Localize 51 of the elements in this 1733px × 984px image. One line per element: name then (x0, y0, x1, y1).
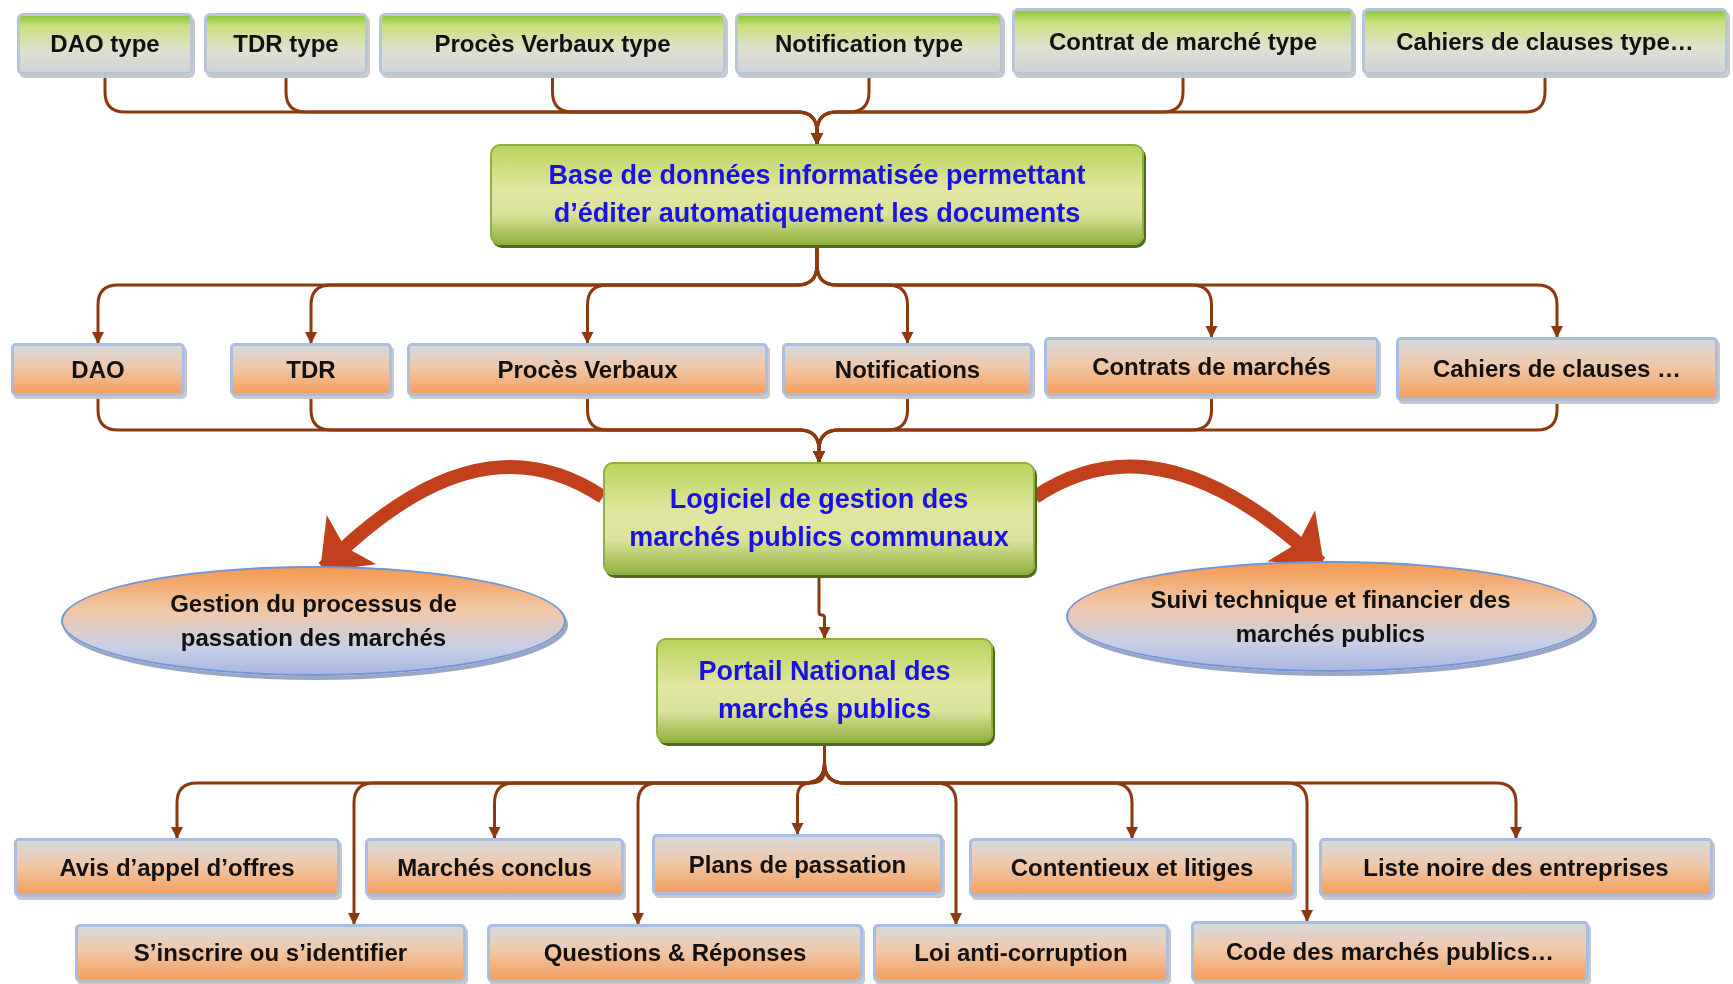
box-label: TDR type (233, 30, 339, 58)
system-box (603, 462, 1035, 575)
box-label: Marchés conclus (397, 853, 592, 882)
document-box (873, 924, 1169, 982)
template-box (17, 13, 193, 75)
box-label: Loi anti-corruption (914, 939, 1128, 967)
template-box (1362, 8, 1728, 75)
document-box (230, 343, 392, 396)
system-box (490, 144, 1144, 245)
box-label: DAO type (50, 30, 160, 58)
box-label: Base de données informatisée permettant d’éditer automatiquement les documents (547, 158, 1087, 230)
box-label: TDR (286, 355, 336, 384)
template-box (379, 13, 726, 75)
document-box (487, 924, 863, 982)
box-label: Suivi technique et financier des marchés publics (1149, 584, 1512, 649)
document-box (1044, 337, 1379, 396)
document-box (365, 838, 624, 897)
box-label: Liste noire des entreprises (1363, 853, 1669, 882)
box-label: Procès Verbaux (497, 355, 678, 384)
template-box (1012, 8, 1354, 75)
document-box (1191, 921, 1589, 982)
box-label: Contrat de marché type (1048, 27, 1318, 56)
box-label: Cahiers de clauses type… (1396, 27, 1694, 56)
document-box (407, 343, 768, 396)
box-label: Procès Verbaux type (434, 30, 671, 58)
box-label: Contentieux et litiges (1010, 853, 1254, 882)
box-label: Questions & Réponses (543, 939, 807, 967)
document-box (782, 343, 1033, 396)
document-box (11, 343, 185, 396)
document-box (75, 924, 466, 982)
box-label: Contrats de marchés (1092, 352, 1331, 381)
document-box (1319, 838, 1713, 897)
box-label: DAO (71, 355, 125, 384)
document-box (14, 838, 340, 897)
document-box (969, 838, 1295, 897)
box-label: Cahiers de clauses … (1432, 355, 1682, 383)
arrow (817, 575, 831, 639)
system-box (656, 638, 993, 743)
box-label: S’inscrire ou s’identifier (133, 939, 408, 967)
box-label: Plans de passation (688, 850, 907, 879)
box-label: Code des marchés publics… (1225, 937, 1555, 966)
box-label: Avis d’appel d’offres (59, 853, 295, 882)
document-box (1396, 337, 1718, 401)
box-label: Gestion du processus de passation des marchés (169, 589, 458, 653)
box-label: Notification type (775, 30, 963, 58)
box-label: Notifications (834, 355, 981, 384)
template-box (204, 13, 368, 75)
box-label: Logiciel de gestion des marchés publics communaux (628, 482, 1010, 554)
box-label: Portail National des marchés publics (697, 654, 952, 726)
document-box (652, 834, 943, 895)
template-box (735, 13, 1003, 75)
